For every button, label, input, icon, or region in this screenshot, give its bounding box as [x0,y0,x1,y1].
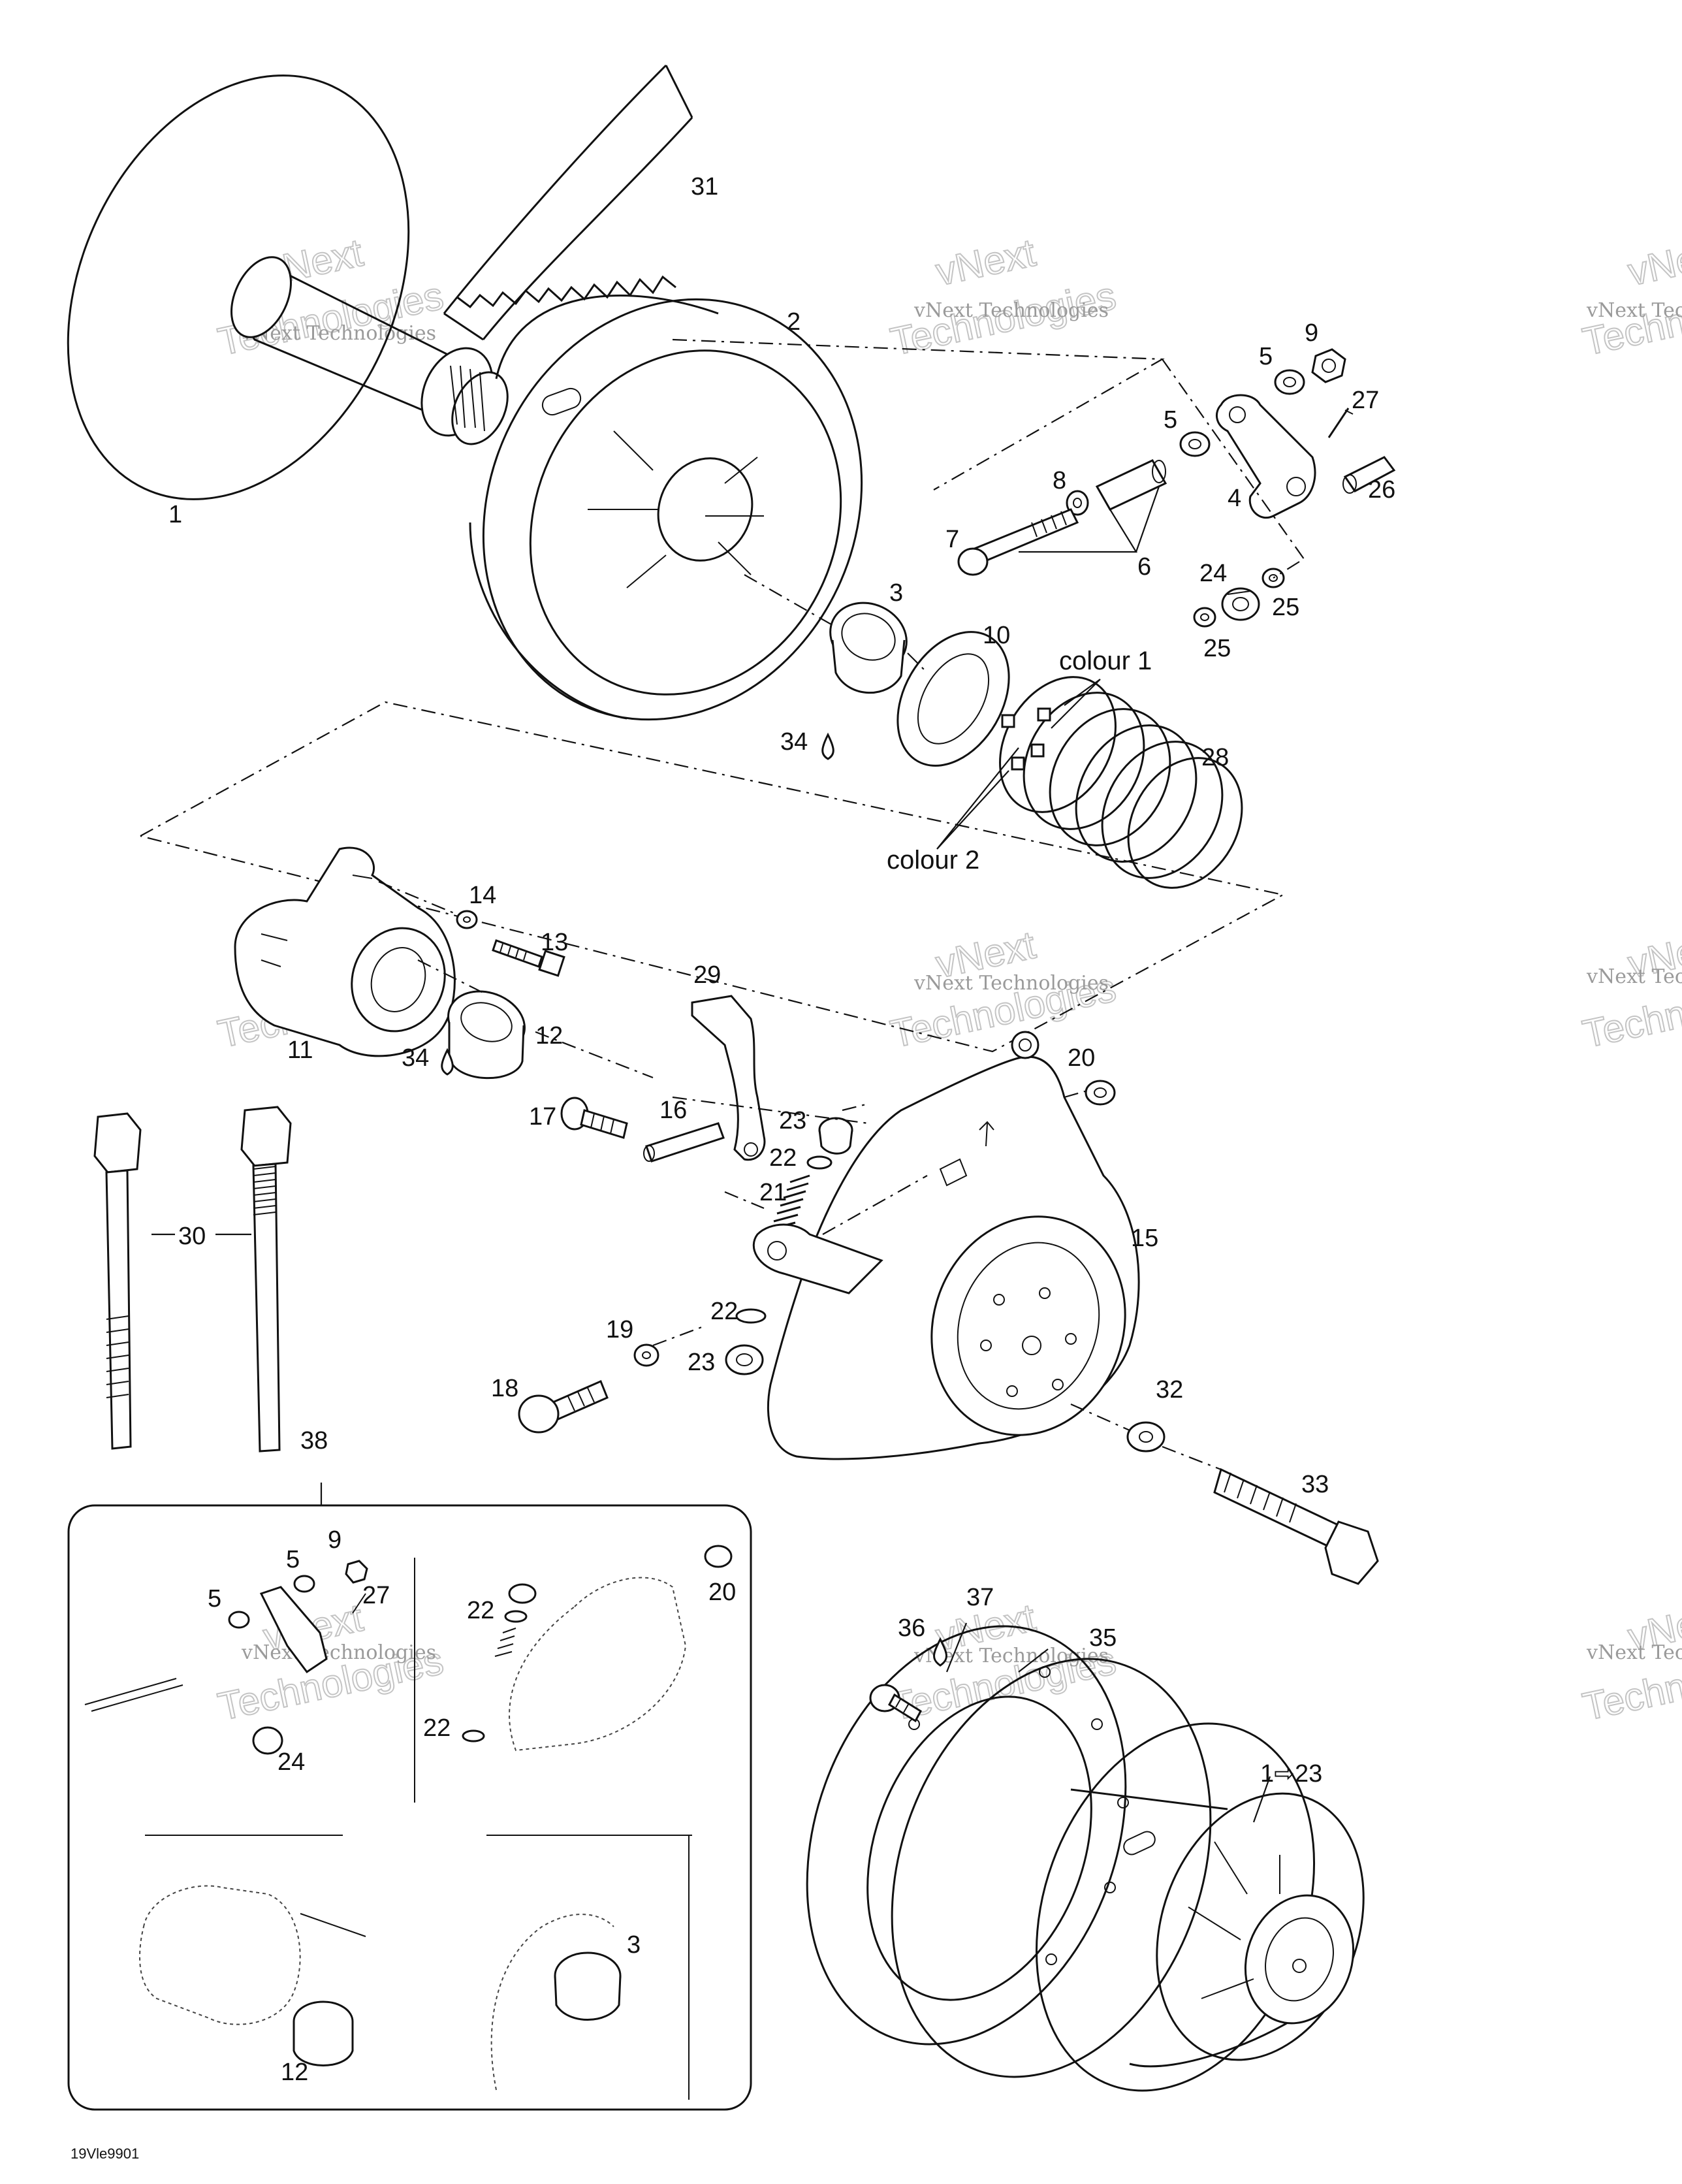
kit-callout-22: 22 [423,1714,451,1742]
callout-14: 14 [469,882,496,909]
callout-15: 15 [1131,1225,1158,1252]
callout-5: 5 [1164,406,1177,434]
callout-12: 12 [535,1022,563,1050]
part-bolt-17 [560,1097,628,1139]
part-lever-assembly [672,338,1396,628]
callout-27: 27 [1352,387,1379,414]
callout-20: 20 [1068,1044,1095,1072]
group-outline [140,701,1286,1053]
callout-10: 10 [983,622,1010,649]
callout-19: 19 [606,1316,633,1343]
callout-26: 26 [1368,476,1395,504]
callout-22: 22 [769,1144,797,1172]
callout-24: 24 [1199,560,1227,587]
part-nut-20 [1085,1080,1116,1106]
kit-callout-3: 3 [627,1931,641,1959]
callout-3: 3 [889,579,903,607]
part-bushing-3 [829,602,908,694]
callout-5: 5 [1259,343,1273,370]
watermark-text: vNext Technologies [913,972,1109,995]
callout-22: 22 [710,1298,738,1325]
part-drive-belt [443,64,693,341]
note-colour-2: colour 2 [887,846,979,875]
callout-8: 8 [1053,467,1066,494]
watermark-top: vNext [1624,231,1682,294]
part-pin-16 [643,1122,725,1163]
kit-callout-22: 22 [467,1597,494,1624]
direction-arrow-icon [979,1121,994,1147]
callout-29: 29 [693,961,721,989]
callout-23: 23 [688,1349,715,1376]
watermark-top: vNext [932,231,1039,294]
oil-drop-icon [933,1637,947,1667]
callout-1: 1 [168,501,182,528]
watermark-text: vNext Technologies [1586,1641,1682,1664]
callout-34: 34 [402,1044,429,1072]
callout-9: 9 [1305,319,1318,347]
oil-drop-icon [441,1048,454,1076]
part-cam-11 [234,846,456,1057]
part-bolts-30 [93,1106,292,1453]
callout-18: 18 [491,1375,518,1402]
part-lower-stack [725,1308,767,1375]
part-bolt-18 [518,1343,659,1434]
callout-labels: 1 2 3 4 5 5 6 7 8 9 10 11 12 13 14 15 16… [168,173,1395,2086]
watermark-text: vNext Technologies [913,299,1109,322]
kit-callout-12: 12 [281,2059,308,2086]
callout-33: 33 [1301,1471,1329,1498]
part-bolt-33 [1126,1421,1379,1585]
part-cover-35 [806,1625,1212,2078]
callout-32: 32 [1156,1376,1183,1404]
part-fixed-sheave [67,74,509,500]
part-assembled-clutch [1035,1722,1365,2092]
callout-2: 2 [787,308,801,336]
callout-31: 31 [691,173,718,201]
leader-lines [378,486,1271,1823]
callout-17: 17 [529,1103,556,1131]
callout-13: 13 [541,929,568,956]
part-housing-15 [752,1031,1140,1460]
part-screw-13 [456,910,565,977]
callout-34: 34 [780,728,808,756]
callout-6: 6 [1137,553,1151,581]
callout-16: 16 [659,1097,687,1124]
watermark-text: vNext Technologies [1586,965,1682,988]
kit-callout-5: 5 [208,1585,221,1613]
callout-37: 37 [966,1584,994,1611]
callout-30: 30 [178,1223,206,1250]
watermark-text: vNext Technologies [1586,299,1682,322]
callout-23: 23 [779,1107,806,1134]
callout-7: 7 [945,526,959,553]
part-movable-sheave [469,295,863,721]
kit-callout-24: 24 [278,1748,305,1776]
callout-36: 36 [898,1614,925,1642]
callout-25: 25 [1203,635,1231,662]
oil-drop-icon [821,732,834,760]
figure-id: 19Vle9901 [71,2145,139,2162]
callout-11: 11 [287,1036,313,1064]
part-plunger-stack [770,1117,853,1230]
part-ramp-29 [691,995,766,1161]
kit-callout-27: 27 [362,1582,390,1609]
callout-35: 35 [1089,1624,1117,1652]
callout-4: 4 [1228,485,1241,512]
part-shim-10 [897,631,1010,767]
part-bushing-12 [447,990,526,1080]
part-spring [999,676,1243,889]
note-colour-1: colour 1 [1059,647,1152,675]
callout-assembly-range: 1⇨23 [1260,1760,1322,1788]
watermark-text: vNext Technologies [241,1641,436,1664]
kit-callout-5: 5 [286,1546,300,1573]
kit-callout-9: 9 [328,1526,341,1554]
kit-callout-20: 20 [708,1579,736,1606]
callout-28: 28 [1201,744,1229,771]
callout-25: 25 [1272,594,1299,621]
callout-21: 21 [759,1179,787,1206]
callout-38: 38 [300,1427,328,1454]
part-screw-36 [869,1684,922,1723]
kit-box-38 [67,1483,752,2111]
